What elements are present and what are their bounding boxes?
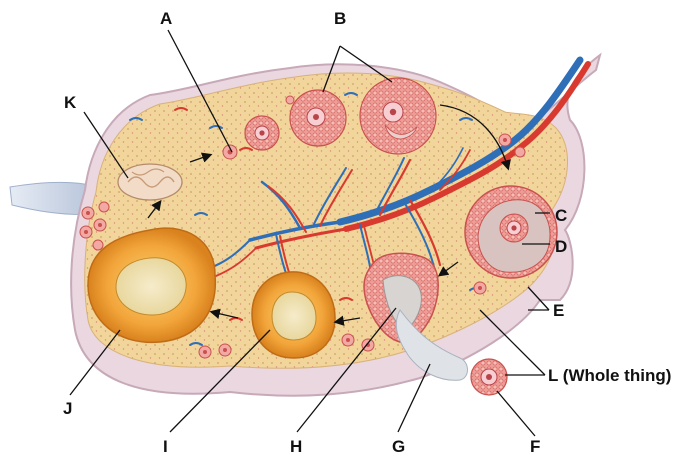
label-c: C [555,206,567,225]
label-h: H [290,437,302,456]
released-oocyte [471,359,507,395]
developing-corpus-luteum [252,272,335,358]
mature-follicle [465,186,557,278]
label-a: A [160,9,172,28]
label-d: D [555,237,567,256]
label-j: J [63,399,72,418]
label-f: F [530,437,540,456]
secondary-follicle-small [290,90,346,146]
label-e: E [553,301,564,320]
corpus-luteum [88,228,215,342]
label-l: L (Whole thing) [548,366,671,385]
label-i: I [163,437,168,456]
label-k: K [64,93,77,112]
secondary-follicle-large [360,78,436,154]
label-b: B [334,9,346,28]
primary-follicle [245,116,279,150]
corpus-albicans [118,164,182,200]
label-g: G [392,437,405,456]
